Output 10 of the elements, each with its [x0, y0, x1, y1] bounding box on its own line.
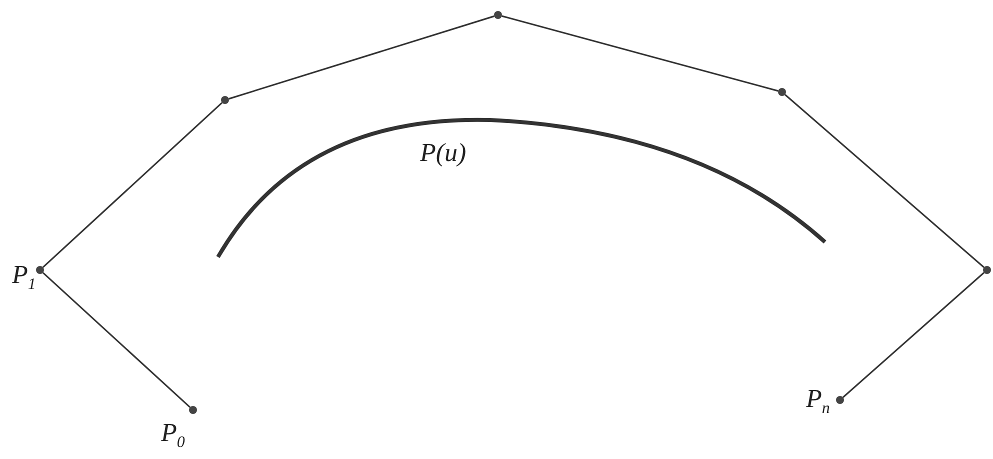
curve-label: P(u) — [420, 140, 466, 166]
polygon-segment — [228, 15, 494, 100]
polygon-segment — [42, 272, 191, 408]
point-label: P$_{1}$ — [12, 262, 36, 294]
polygon-segment — [842, 272, 985, 398]
polygon-segment — [42, 102, 223, 268]
polygon-segment — [502, 15, 778, 92]
polygon-segment — [784, 94, 984, 268]
point-label: P$_{n}$ — [806, 386, 830, 418]
point-label: P$_{0}$ — [161, 420, 185, 452]
